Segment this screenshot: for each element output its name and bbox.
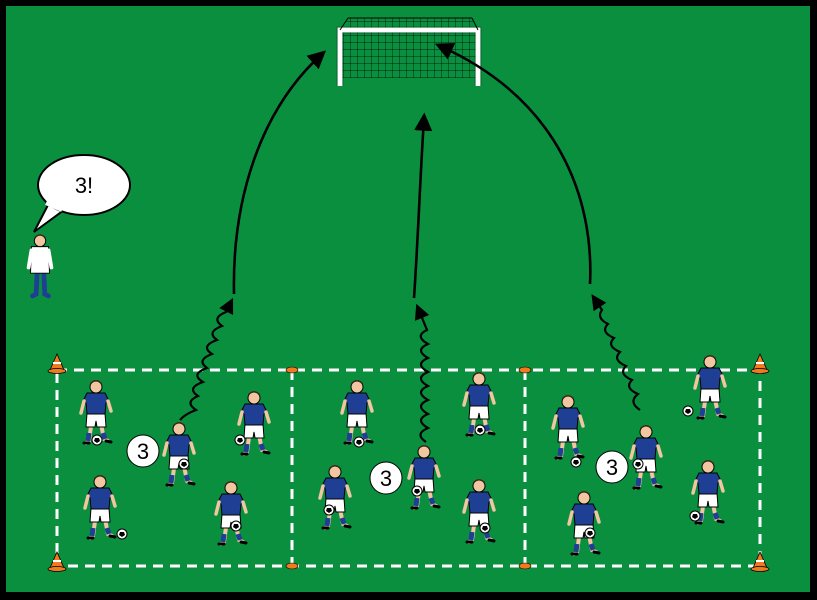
ball-icon: [474, 424, 486, 436]
ball-icon: [411, 485, 423, 497]
ball-icon: [178, 458, 190, 470]
goal-icon: [336, 17, 482, 86]
zone-1-badge: 3: [126, 434, 160, 468]
ball-icon: [91, 434, 103, 446]
ball-icon: [584, 527, 596, 539]
shot-arrow-3: [435, 42, 592, 285]
zone-lines: [55, 368, 762, 568]
ball-icon: [234, 434, 246, 446]
zone-3-number: 3: [606, 455, 618, 480]
ball-icon: [570, 456, 582, 468]
ball-icon: [230, 520, 242, 532]
ball-icon: [682, 405, 694, 417]
cone-icon: [285, 562, 299, 570]
cone-icon: [518, 562, 532, 570]
ball-icon: [116, 528, 128, 540]
zone-2-badge: 3: [369, 461, 403, 495]
shot-arrow-1: [232, 50, 327, 295]
zone-2-number: 3: [380, 466, 392, 491]
speech-bubble-icon: 3!: [33, 154, 131, 233]
ball-icon: [323, 504, 335, 516]
ball-icon: [689, 510, 701, 522]
coach-icon: [26, 234, 54, 299]
dribble-path-1: [179, 297, 234, 421]
ball-icon: [632, 458, 644, 470]
dribble-path-3: [591, 294, 641, 411]
shot-arrow-2: [412, 112, 433, 299]
cone-icon: [285, 366, 299, 374]
zone-3-badge: 3: [595, 450, 629, 484]
ball-icon: [479, 522, 491, 534]
dribble-paths: [179, 294, 641, 443]
cone-icon: [518, 366, 532, 374]
dribble-path-2: [414, 303, 431, 443]
pitch-surface: [6, 6, 810, 592]
zone-1-number: 3: [137, 439, 149, 464]
shot-arrows: [232, 42, 592, 299]
ball-icon: [353, 436, 365, 448]
coach-speech: 3!: [75, 173, 93, 198]
